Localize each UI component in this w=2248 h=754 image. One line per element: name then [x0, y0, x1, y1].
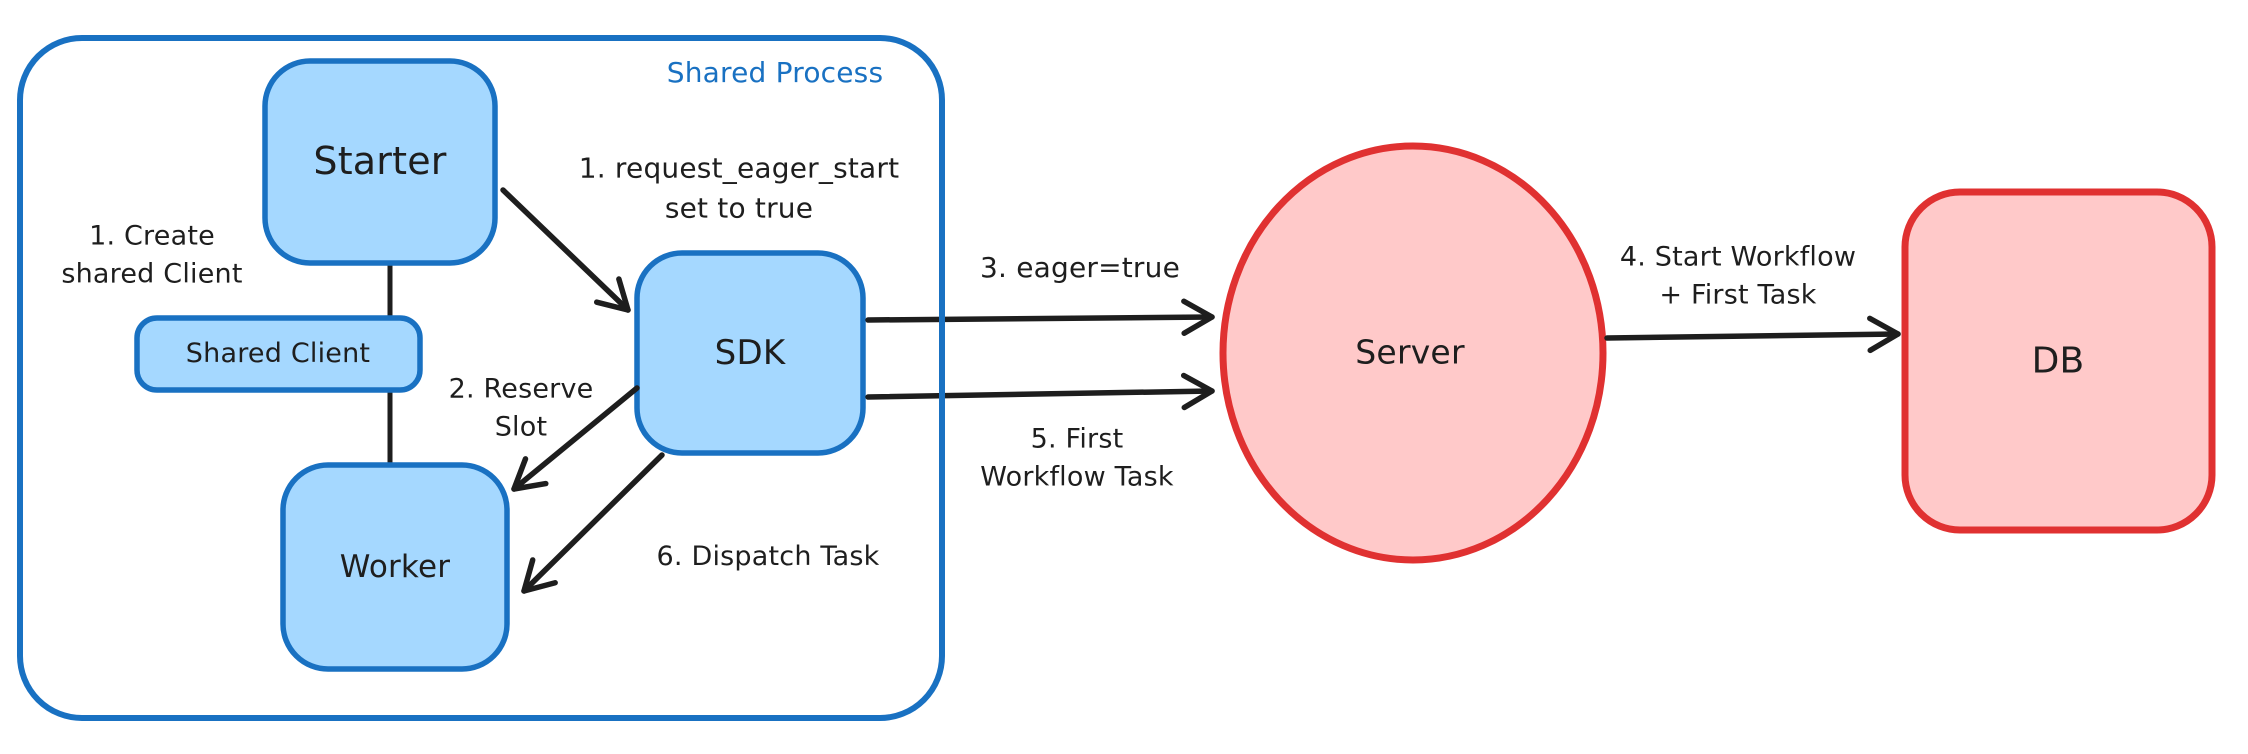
shared-process-title: Shared Process [666, 56, 884, 90]
annotation-request-eager-start: 1. request_eager_start set to true [578, 151, 900, 224]
annotation-create-shared-client: 1. Create shared Client [61, 220, 243, 290]
arrow-first-workflow-task [865, 372, 1215, 411]
annotation-reserve-slot: 2. Reserve Slot [448, 373, 594, 443]
sdk-box [634, 250, 866, 456]
annotation-first-workflow-task: 5. First Workflow Task [980, 423, 1174, 493]
shared-client-label: Shared Client [185, 337, 371, 369]
arrow-start-workflow [1604, 315, 1901, 354]
db-box [1901, 188, 2216, 534]
worker-box [280, 462, 510, 672]
sdk-label: SDK [714, 332, 786, 373]
annotation-dispatch-task: 6. Dispatch Task [656, 540, 880, 572]
arrow-eager-true [865, 298, 1215, 336]
db-label: DB [2031, 340, 2085, 382]
arrow-request-eager-start [500, 187, 631, 313]
starter-label: Starter [313, 139, 447, 184]
server-label: Server [1355, 332, 1465, 372]
arrow-reserve-slot [511, 385, 640, 492]
annotation-eager-true: 3. eager=true [979, 251, 1181, 285]
server-circle [1219, 142, 1607, 564]
worker-label: Worker [339, 548, 451, 585]
shared-process-container [17, 35, 945, 721]
starter-box [262, 58, 498, 266]
arrow-dispatch-task [521, 452, 665, 594]
annotation-start-workflow: 4. Start Workflow + First Task [1619, 241, 1857, 311]
shared-client-box [134, 315, 423, 393]
